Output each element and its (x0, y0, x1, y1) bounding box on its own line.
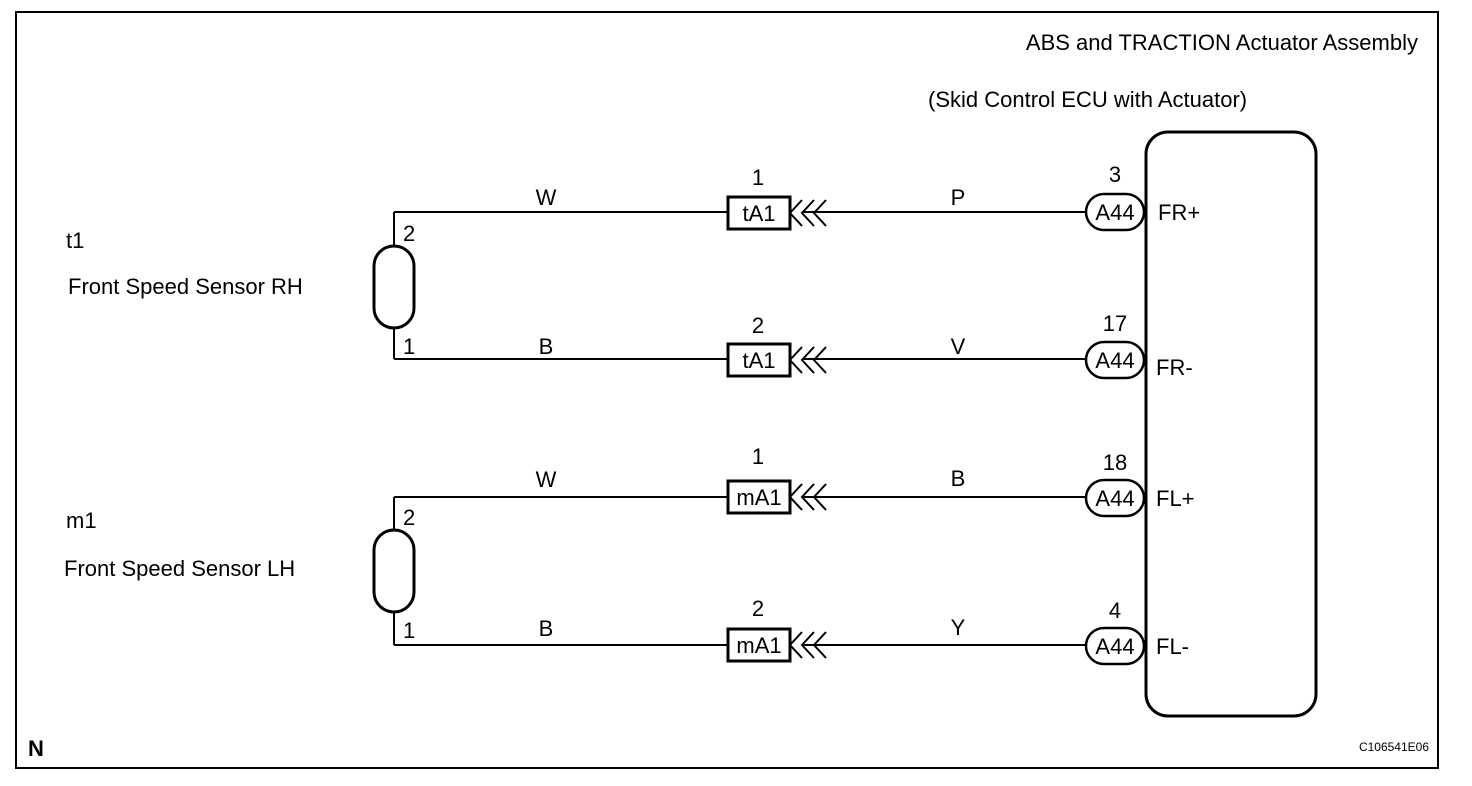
wire-color-right: V (951, 334, 966, 359)
junction-connector-label: mA1 (736, 485, 781, 510)
wire-color-left: B (539, 616, 554, 641)
circuit-fl-minus: B 2 mA1 Y 4 A44 FL- (394, 596, 1189, 666)
sensor-rh-name: Front Speed Sensor RH (68, 274, 303, 299)
junction-connector-label: tA1 (742, 201, 775, 226)
junction-pin: 2 (752, 596, 764, 621)
ecu-connector-label: A44 (1095, 200, 1134, 225)
circuit-fr-minus: B 2 tA1 V 17 A44 FR- (394, 311, 1193, 380)
sensor-rh-pin-top: 2 (403, 221, 415, 246)
ecu-subtitle: (Skid Control ECU with Actuator) (928, 87, 1247, 112)
sensor-rh-code: t1 (66, 228, 84, 253)
ecu-pin: 18 (1103, 450, 1127, 475)
wire-color-right: B (951, 466, 966, 491)
ecu-terminal: FR- (1156, 355, 1193, 380)
sensor-lh-pin-top: 2 (403, 505, 415, 530)
corner-mark: N (28, 736, 44, 761)
chevron-icon (788, 483, 803, 511)
ecu-connector-label: A44 (1095, 634, 1134, 659)
circuit-fl-plus: W 1 mA1 B 18 A44 FL+ (394, 444, 1195, 518)
junction-pin: 2 (752, 313, 764, 338)
ecu-connector (1084, 478, 1146, 518)
ecu-pin: 4 (1109, 598, 1121, 623)
diagram-frame (15, 11, 1439, 769)
circuit-fr-plus: W 1 tA1 P 3 A44 FR+ (394, 162, 1200, 232)
ecu-terminal: FR+ (1158, 200, 1200, 225)
wire-color-left: W (536, 467, 557, 492)
wire-color-right: P (951, 185, 966, 210)
sensor-rh-symbol (372, 244, 416, 330)
ecu-connector (1084, 192, 1146, 232)
junction-connector-label: mA1 (736, 633, 781, 658)
wire-color-left: W (536, 185, 557, 210)
sensor-rh-pin-bottom: 1 (403, 334, 415, 359)
sensor-lh-name: Front Speed Sensor LH (64, 556, 295, 581)
ecu-connector (1084, 626, 1146, 666)
chevron-icon (788, 199, 803, 227)
wire-color-right: Y (951, 615, 966, 640)
junction-pin: 1 (752, 165, 764, 190)
ecu-terminal: FL- (1156, 634, 1189, 659)
ecu-terminal: FL+ (1156, 486, 1195, 511)
ecu-connector (1084, 340, 1146, 380)
junction-connector-label: tA1 (742, 348, 775, 373)
ecu-body (1144, 130, 1318, 718)
junction-pin: 1 (752, 444, 764, 469)
sensor-lh-code: m1 (66, 508, 97, 533)
figure-code: C106541E06 (1359, 740, 1429, 754)
wire-color-left: B (539, 334, 554, 359)
ecu-title: ABS and TRACTION Actuator Assembly (1026, 30, 1418, 55)
sensor-lh-pin-bottom: 1 (403, 618, 415, 643)
ecu-pin: 3 (1109, 162, 1121, 187)
ecu-connector-label: A44 (1095, 348, 1134, 373)
sensor-lh-symbol (372, 528, 416, 614)
ecu-connector-label: A44 (1095, 486, 1134, 511)
chevron-icon (788, 631, 803, 659)
ecu-pin: 17 (1103, 311, 1127, 336)
chevron-icon (788, 346, 803, 374)
